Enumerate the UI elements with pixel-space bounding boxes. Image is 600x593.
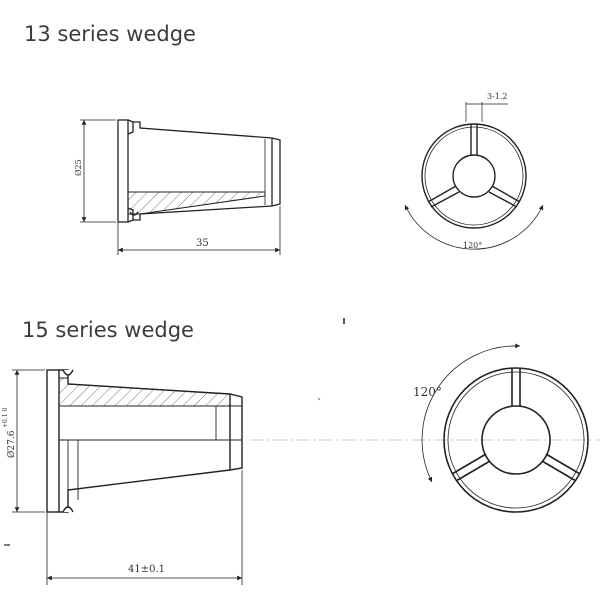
dimension-angle-15: 120°	[413, 385, 442, 399]
dimension-length-13: 35	[196, 238, 209, 249]
dimension-diameter-15: Ø27.6	[6, 430, 17, 458]
stray-mark	[317, 397, 321, 401]
dimension-length-15: 41±0.1	[128, 564, 165, 575]
dimension-tolerance-15: +0.1 0	[2, 408, 9, 428]
wedge-15-side-view	[46, 369, 243, 513]
wedge-13-end-view	[404, 102, 544, 250]
wedge-15-length-dimension	[46, 470, 243, 585]
wedge-13-side-view	[117, 119, 281, 223]
wedge-15-diameter-dimension	[4, 369, 45, 546]
section-title-13: 13 series wedge	[24, 22, 196, 46]
wedge-13-length-dimension	[117, 206, 281, 255]
wedge-13-diameter-dimension	[80, 119, 116, 223]
dimension-slot-13: 3-1.2	[487, 92, 508, 101]
dimension-diameter-13: Ø25	[74, 159, 83, 176]
wedge-15-end-view	[421, 343, 589, 513]
section-title-15: 15 series wedge	[22, 318, 194, 342]
dimension-angle-13: 120°	[463, 241, 482, 250]
